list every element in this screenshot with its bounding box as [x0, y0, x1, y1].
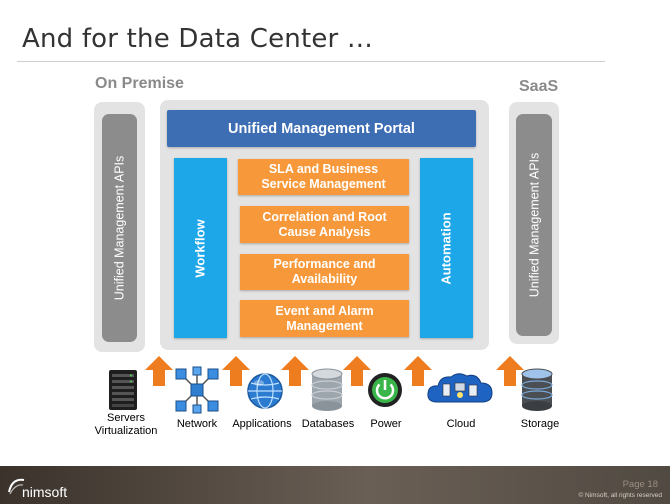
- copyright-text: © Nimsoft, all rights reserved: [578, 492, 662, 499]
- up-arrow: [496, 356, 524, 386]
- cloud-icon: [427, 373, 493, 403]
- up-arrow: [404, 356, 432, 386]
- module-label: Performance and Availability: [273, 257, 376, 286]
- left-api-bar: Unified Management APIs: [102, 114, 137, 342]
- source-label: Power: [370, 418, 402, 430]
- power-button-icon: [368, 373, 402, 407]
- source-label: Network: [176, 418, 218, 430]
- module-label: Event and Alarm Management: [275, 303, 374, 333]
- nimsoft-logo-text: nimsoft: [22, 484, 68, 500]
- network-cubes-icon: [175, 366, 219, 414]
- storage-cylinder-icon: [521, 368, 553, 411]
- module-label: SLA and Business Service Management: [261, 162, 386, 191]
- workflow-column: Workflow: [174, 158, 227, 338]
- automation-column: Automation: [420, 158, 473, 338]
- module-box: Correlation and Root Cause Analysis: [240, 206, 409, 243]
- database-icon: [311, 368, 343, 411]
- module-box: SLA and Business Service Management: [238, 159, 409, 195]
- page-number: Page 18: [622, 479, 658, 490]
- nimsoft-logo-icon: [8, 478, 25, 495]
- title-divider: [17, 61, 605, 62]
- up-arrow: [281, 356, 309, 386]
- workflow-label: Workflow: [193, 218, 209, 278]
- up-arrow: [145, 356, 173, 386]
- source-label: Applications: [232, 418, 292, 430]
- slide-title: And for the Data Center …: [22, 24, 374, 54]
- footer-bar: [0, 466, 670, 504]
- source-label: Databases: [301, 418, 355, 430]
- module-label: Correlation and Root Cause Analysis: [262, 209, 387, 239]
- right-api-bar: Unified Management APIs: [516, 114, 552, 336]
- module-box: Performance and Availability: [240, 254, 409, 290]
- left-api-label: Unified Management APIs: [112, 155, 127, 301]
- saas-label: SaaS: [519, 78, 559, 95]
- module-box: Event and Alarm Management: [240, 300, 409, 337]
- up-arrow: [222, 356, 250, 386]
- source-label: Servers Virtualization: [94, 412, 158, 437]
- right-api-label: Unified Management APIs: [527, 152, 541, 298]
- on-premise-label: On Premise: [95, 75, 184, 92]
- up-arrow: [343, 356, 371, 386]
- server-rack-icon: [109, 370, 137, 410]
- source-label: Cloud: [446, 418, 476, 430]
- source-label: Storage: [520, 418, 560, 430]
- automation-label: Automation: [439, 211, 454, 285]
- globe-icon: [247, 373, 283, 409]
- portal-box: Unified Management Portal: [167, 110, 476, 147]
